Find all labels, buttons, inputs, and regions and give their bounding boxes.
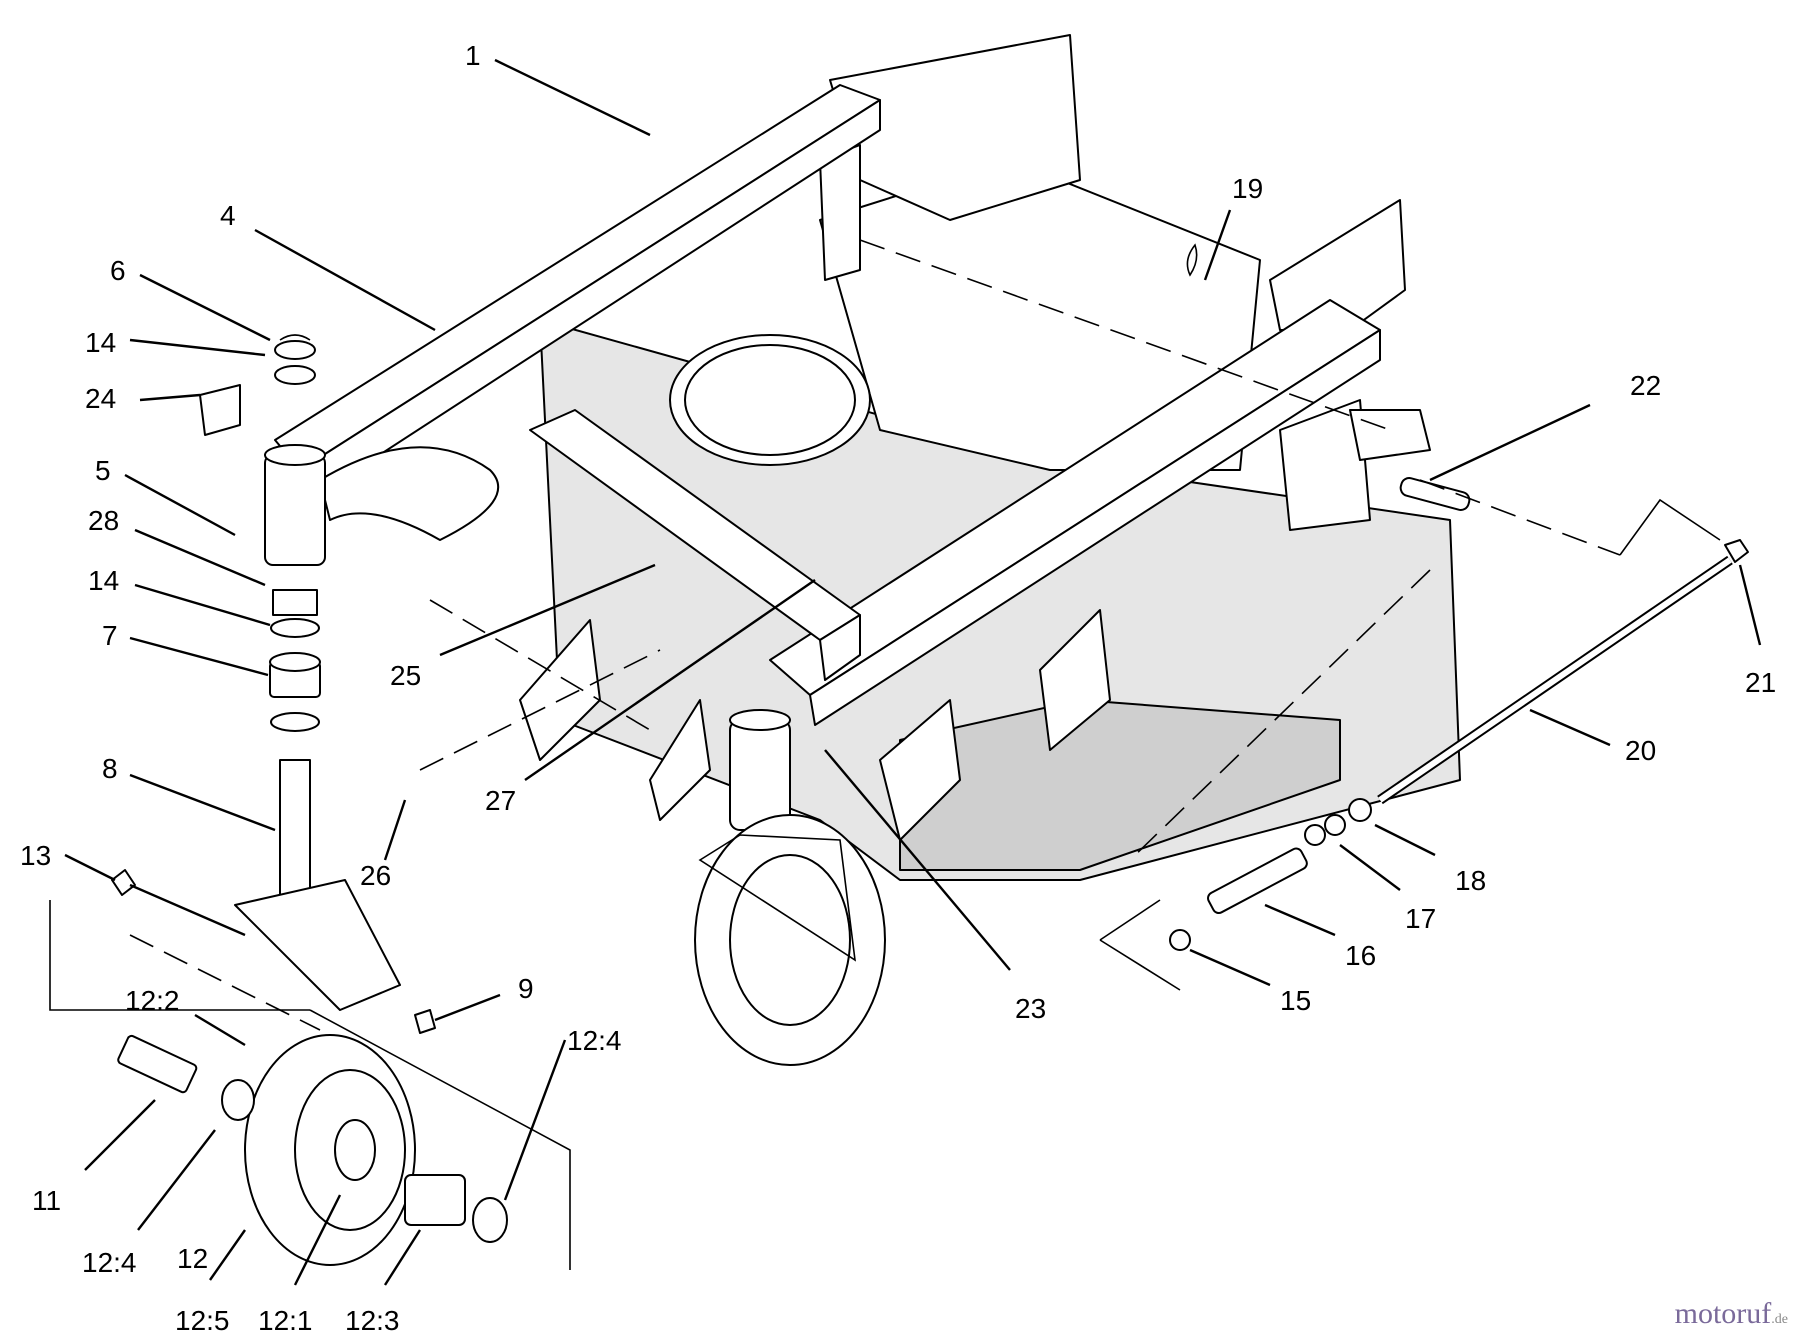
leader-lines	[64, 58, 1762, 1286]
cross-tube	[529, 409, 861, 681]
callout-6: 6	[110, 255, 126, 286]
callout-12-5: 12:5	[175, 1305, 230, 1336]
callout-14-lower: 14	[88, 565, 119, 596]
callout-1: 1	[465, 40, 481, 71]
left-caster-assembly	[199, 334, 401, 1011]
callout-12-4-left: 12:4	[82, 1247, 137, 1278]
caster-arm	[319, 446, 500, 541]
pivot-bolt	[111, 869, 436, 1034]
callout-26: 26	[360, 860, 391, 891]
callout-7: 7	[102, 620, 118, 651]
assembly-guide-lines	[129, 239, 1721, 1031]
left-wheel-exploded	[49, 900, 571, 1270]
deck-brackets	[519, 609, 1111, 841]
callout-24: 24	[85, 383, 116, 414]
callout-21: 21	[1745, 667, 1776, 698]
callout-17: 17	[1405, 903, 1436, 934]
callout-25: 25	[390, 660, 421, 691]
watermark-logo: motoruf.de	[1675, 1297, 1788, 1331]
callout-23: 23	[1015, 993, 1046, 1024]
callout-16: 16	[1345, 940, 1376, 971]
callout-11: 11	[32, 1185, 61, 1216]
callout-13: 13	[20, 840, 51, 871]
frame-plate	[669, 159, 1261, 471]
callout-14-upper: 14	[85, 327, 116, 358]
callout-18: 18	[1455, 865, 1486, 896]
callout-19: 19	[1232, 173, 1263, 204]
callout-12-4-right: 12:4	[567, 1025, 622, 1056]
callout-27: 27	[485, 785, 516, 816]
callout-12: 12	[177, 1243, 208, 1274]
callout-12-3: 12:3	[345, 1305, 400, 1336]
watermark-brand: motoruf	[1674, 1297, 1772, 1330]
callout-12-1: 12:1	[258, 1305, 313, 1336]
callout-12-2: 12:2	[125, 985, 180, 1016]
callout-8: 8	[102, 753, 118, 784]
left-mount-bracket	[819, 34, 1081, 281]
adjust-rod-assembly	[1099, 243, 1749, 991]
right-caster-assembly	[694, 709, 886, 1066]
callout-4: 4	[220, 200, 236, 231]
callout-5: 5	[95, 455, 111, 486]
callout-20: 20	[1625, 735, 1656, 766]
right-frame-rail	[769, 299, 1381, 726]
callout-labels: 1 4 6 14 24 5 28 14 7 8 13 12:2 11 12:4 …	[20, 40, 1776, 1336]
watermark-tld: .de	[1771, 1312, 1788, 1327]
callout-9: 9	[518, 973, 534, 1004]
callout-28: 28	[88, 505, 119, 536]
callout-22: 22	[1630, 370, 1661, 401]
callout-15: 15	[1280, 985, 1311, 1016]
